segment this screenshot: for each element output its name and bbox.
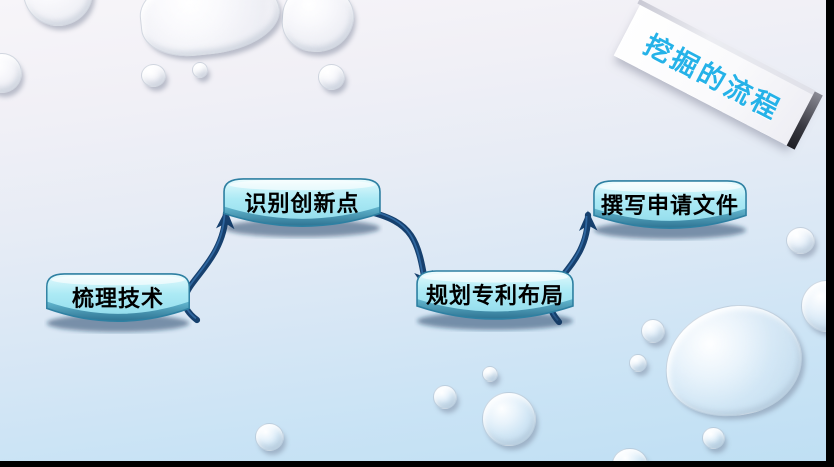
water-droplet (433, 385, 457, 409)
flow-step-2[interactable]: 识别创新点 (221, 176, 383, 239)
flow-step-4[interactable]: 撰写申请文件 (591, 178, 749, 241)
water-droplet (629, 354, 647, 372)
water-droplet (192, 62, 208, 78)
can-shape (416, 270, 574, 330)
water-droplet (255, 423, 284, 451)
flow-step-1[interactable]: 梳理技术 (44, 271, 192, 334)
flow-step-label: 规划专利布局 (425, 283, 564, 308)
can-shape (46, 273, 190, 333)
water-droplet (702, 427, 725, 449)
can-shape (593, 180, 747, 240)
water-droplet (141, 64, 166, 87)
water-droplet (482, 392, 536, 446)
water-droplet (318, 64, 345, 90)
slide: 梳理技术 识别创新点 (0, 0, 826, 461)
water-droplet (482, 366, 498, 382)
can-shape (223, 178, 381, 238)
water-droplet (641, 319, 665, 343)
flow-step-label: 识别创新点 (244, 190, 360, 216)
flow-step-label: 梳理技术 (71, 285, 164, 311)
flow-step-label: 撰写申请文件 (600, 192, 739, 218)
flow-step-3[interactable]: 规划专利布局 (414, 268, 576, 332)
water-droplet (786, 227, 815, 254)
